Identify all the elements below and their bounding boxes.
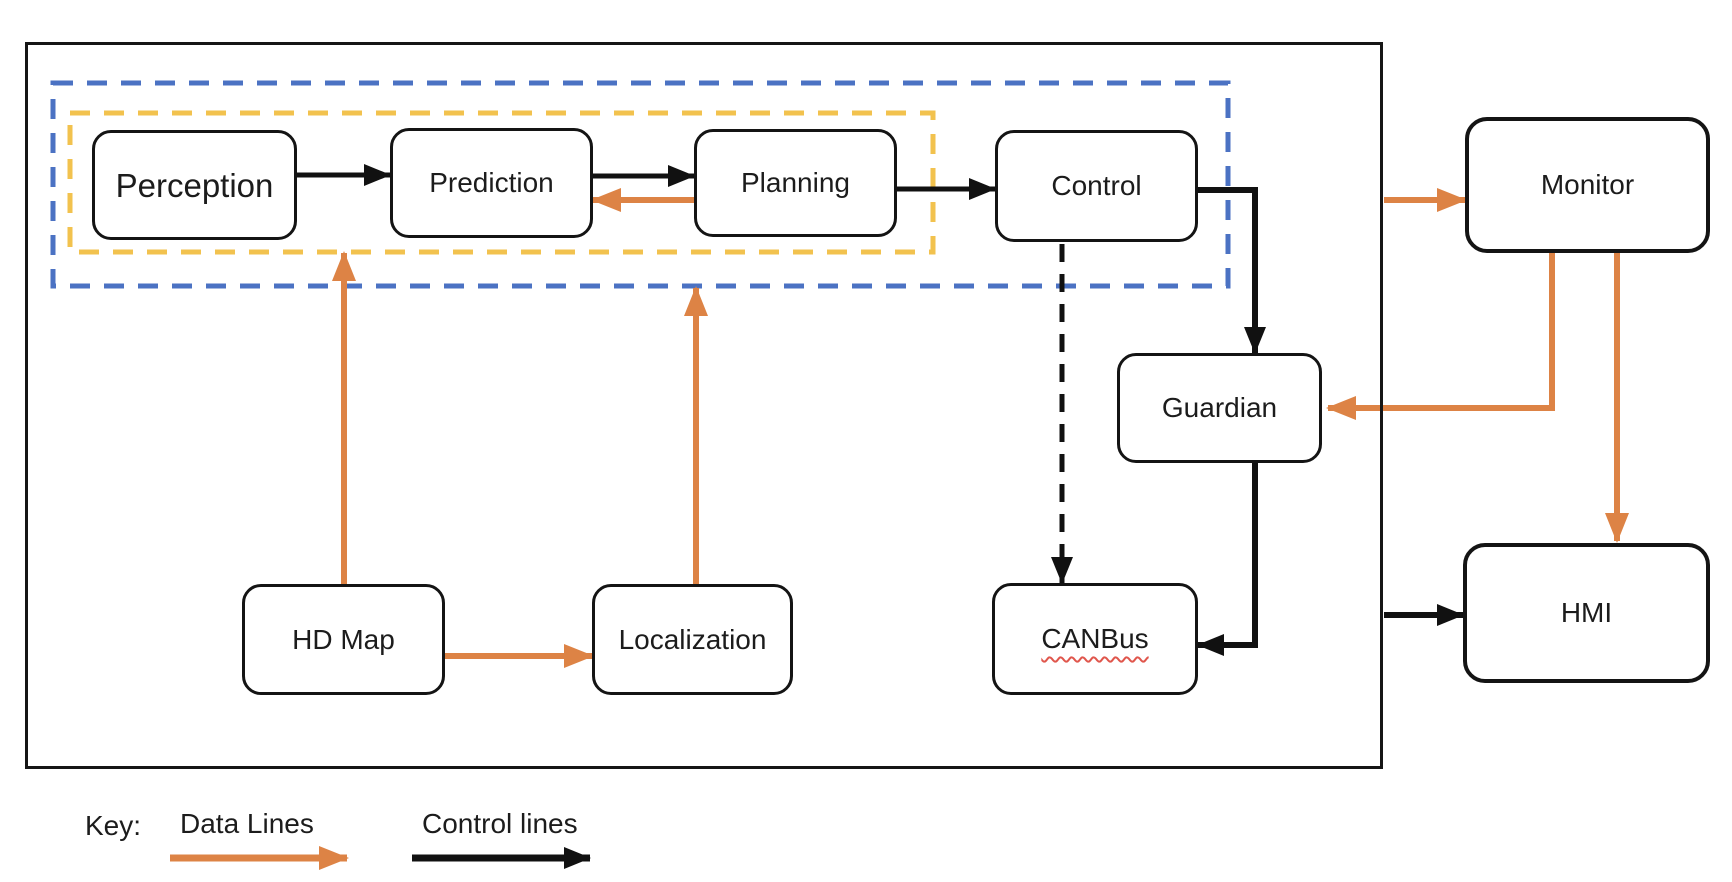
node-planning: Planning xyxy=(694,129,897,237)
inner-module-group-dashed-yellow xyxy=(67,110,936,255)
node-monitor-label: Monitor xyxy=(1540,169,1635,200)
node-hd-map-label: HD Map xyxy=(292,623,395,655)
node-localization-label: Localization xyxy=(618,623,767,655)
node-hmi: HMI xyxy=(1463,543,1710,683)
node-monitor: Monitor xyxy=(1465,117,1710,253)
node-prediction-label: Prediction xyxy=(429,167,554,198)
node-guardian: Guardian xyxy=(1117,353,1322,463)
node-hmi-label: HMI xyxy=(1560,597,1613,628)
key-title: Key: xyxy=(85,810,142,841)
key-data-lines-label: Data Lines xyxy=(180,808,314,839)
node-hd-map: HD Map xyxy=(242,584,445,695)
node-canbus: CANBus xyxy=(992,583,1198,695)
node-guardian-label: Guardian xyxy=(1161,392,1278,423)
system-boundary-rect xyxy=(25,42,1383,769)
node-control: Control xyxy=(995,130,1198,242)
data-line-monitor-to-guardian xyxy=(1326,253,1555,420)
node-prediction: Prediction xyxy=(390,128,593,238)
node-localization: Localization xyxy=(592,584,793,695)
node-canbus-label: CANBus xyxy=(1041,623,1149,654)
node-perception: Perception xyxy=(92,130,297,240)
control-line-control-to-guardian xyxy=(1198,187,1266,354)
node-control-label: Control xyxy=(1051,170,1142,201)
node-planning-label: Planning xyxy=(741,167,850,198)
control-line-guardian-to-canbus xyxy=(1197,463,1258,656)
outer-software-group-dashed-blue xyxy=(50,80,1231,289)
key-control-lines-label: Control lines xyxy=(422,808,578,839)
node-perception-label: Perception xyxy=(115,166,274,204)
